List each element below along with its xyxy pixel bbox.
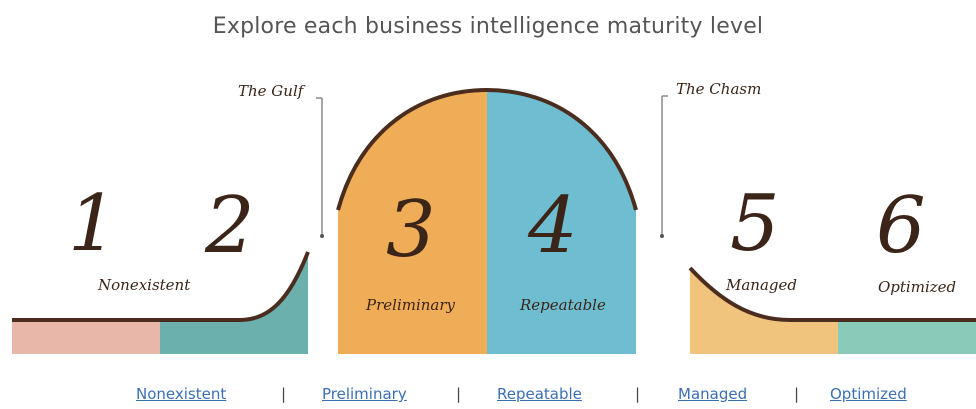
nav-link-optimized[interactable]: Optimized <box>830 385 907 403</box>
level-5-label: Managed <box>725 276 797 294</box>
level-6-label: Optimized <box>878 278 956 296</box>
nav-link-preliminary[interactable]: Preliminary <box>322 385 407 403</box>
level-3-label: Preliminary <box>365 296 456 314</box>
level-6-band <box>838 322 976 354</box>
center-curve <box>336 87 638 211</box>
left-curve <box>12 251 310 322</box>
nav-link-repeatable[interactable]: Repeatable <box>497 385 582 403</box>
level-4-number: 4 <box>527 181 578 271</box>
page-title: Explore each business intelligence matur… <box>212 14 764 39</box>
level-1-band <box>12 322 160 354</box>
nav-link-managed[interactable]: Managed <box>678 385 748 403</box>
nav-separator: | <box>456 385 462 403</box>
level-1-label: Nonexistent <box>97 276 191 294</box>
level-3-number: 3 <box>386 185 436 275</box>
level-2-area <box>160 254 308 354</box>
level-6-number: 6 <box>876 181 926 271</box>
nav-link-nonexistent[interactable]: Nonexistent <box>136 385 227 403</box>
level-5-area <box>690 270 838 354</box>
level-4-label: Repeatable <box>519 296 606 314</box>
maturity-diagram: The Gulf The Chasm 1 2 3 4 5 6 Nonexiste… <box>12 80 976 354</box>
level-1-number: 1 <box>68 179 118 269</box>
right-curve <box>688 266 976 322</box>
nav-separator: | <box>794 385 800 403</box>
nav-separator: | <box>281 385 287 403</box>
gulf-label: The Gulf <box>238 82 306 100</box>
chasm-label: The Chasm <box>676 80 761 98</box>
level-2-number: 2 <box>204 181 255 271</box>
nav-separator: | <box>635 385 641 403</box>
level-5-number: 5 <box>730 179 780 269</box>
level-nav: Nonexistent | Preliminary | Repeatable |… <box>0 385 976 407</box>
